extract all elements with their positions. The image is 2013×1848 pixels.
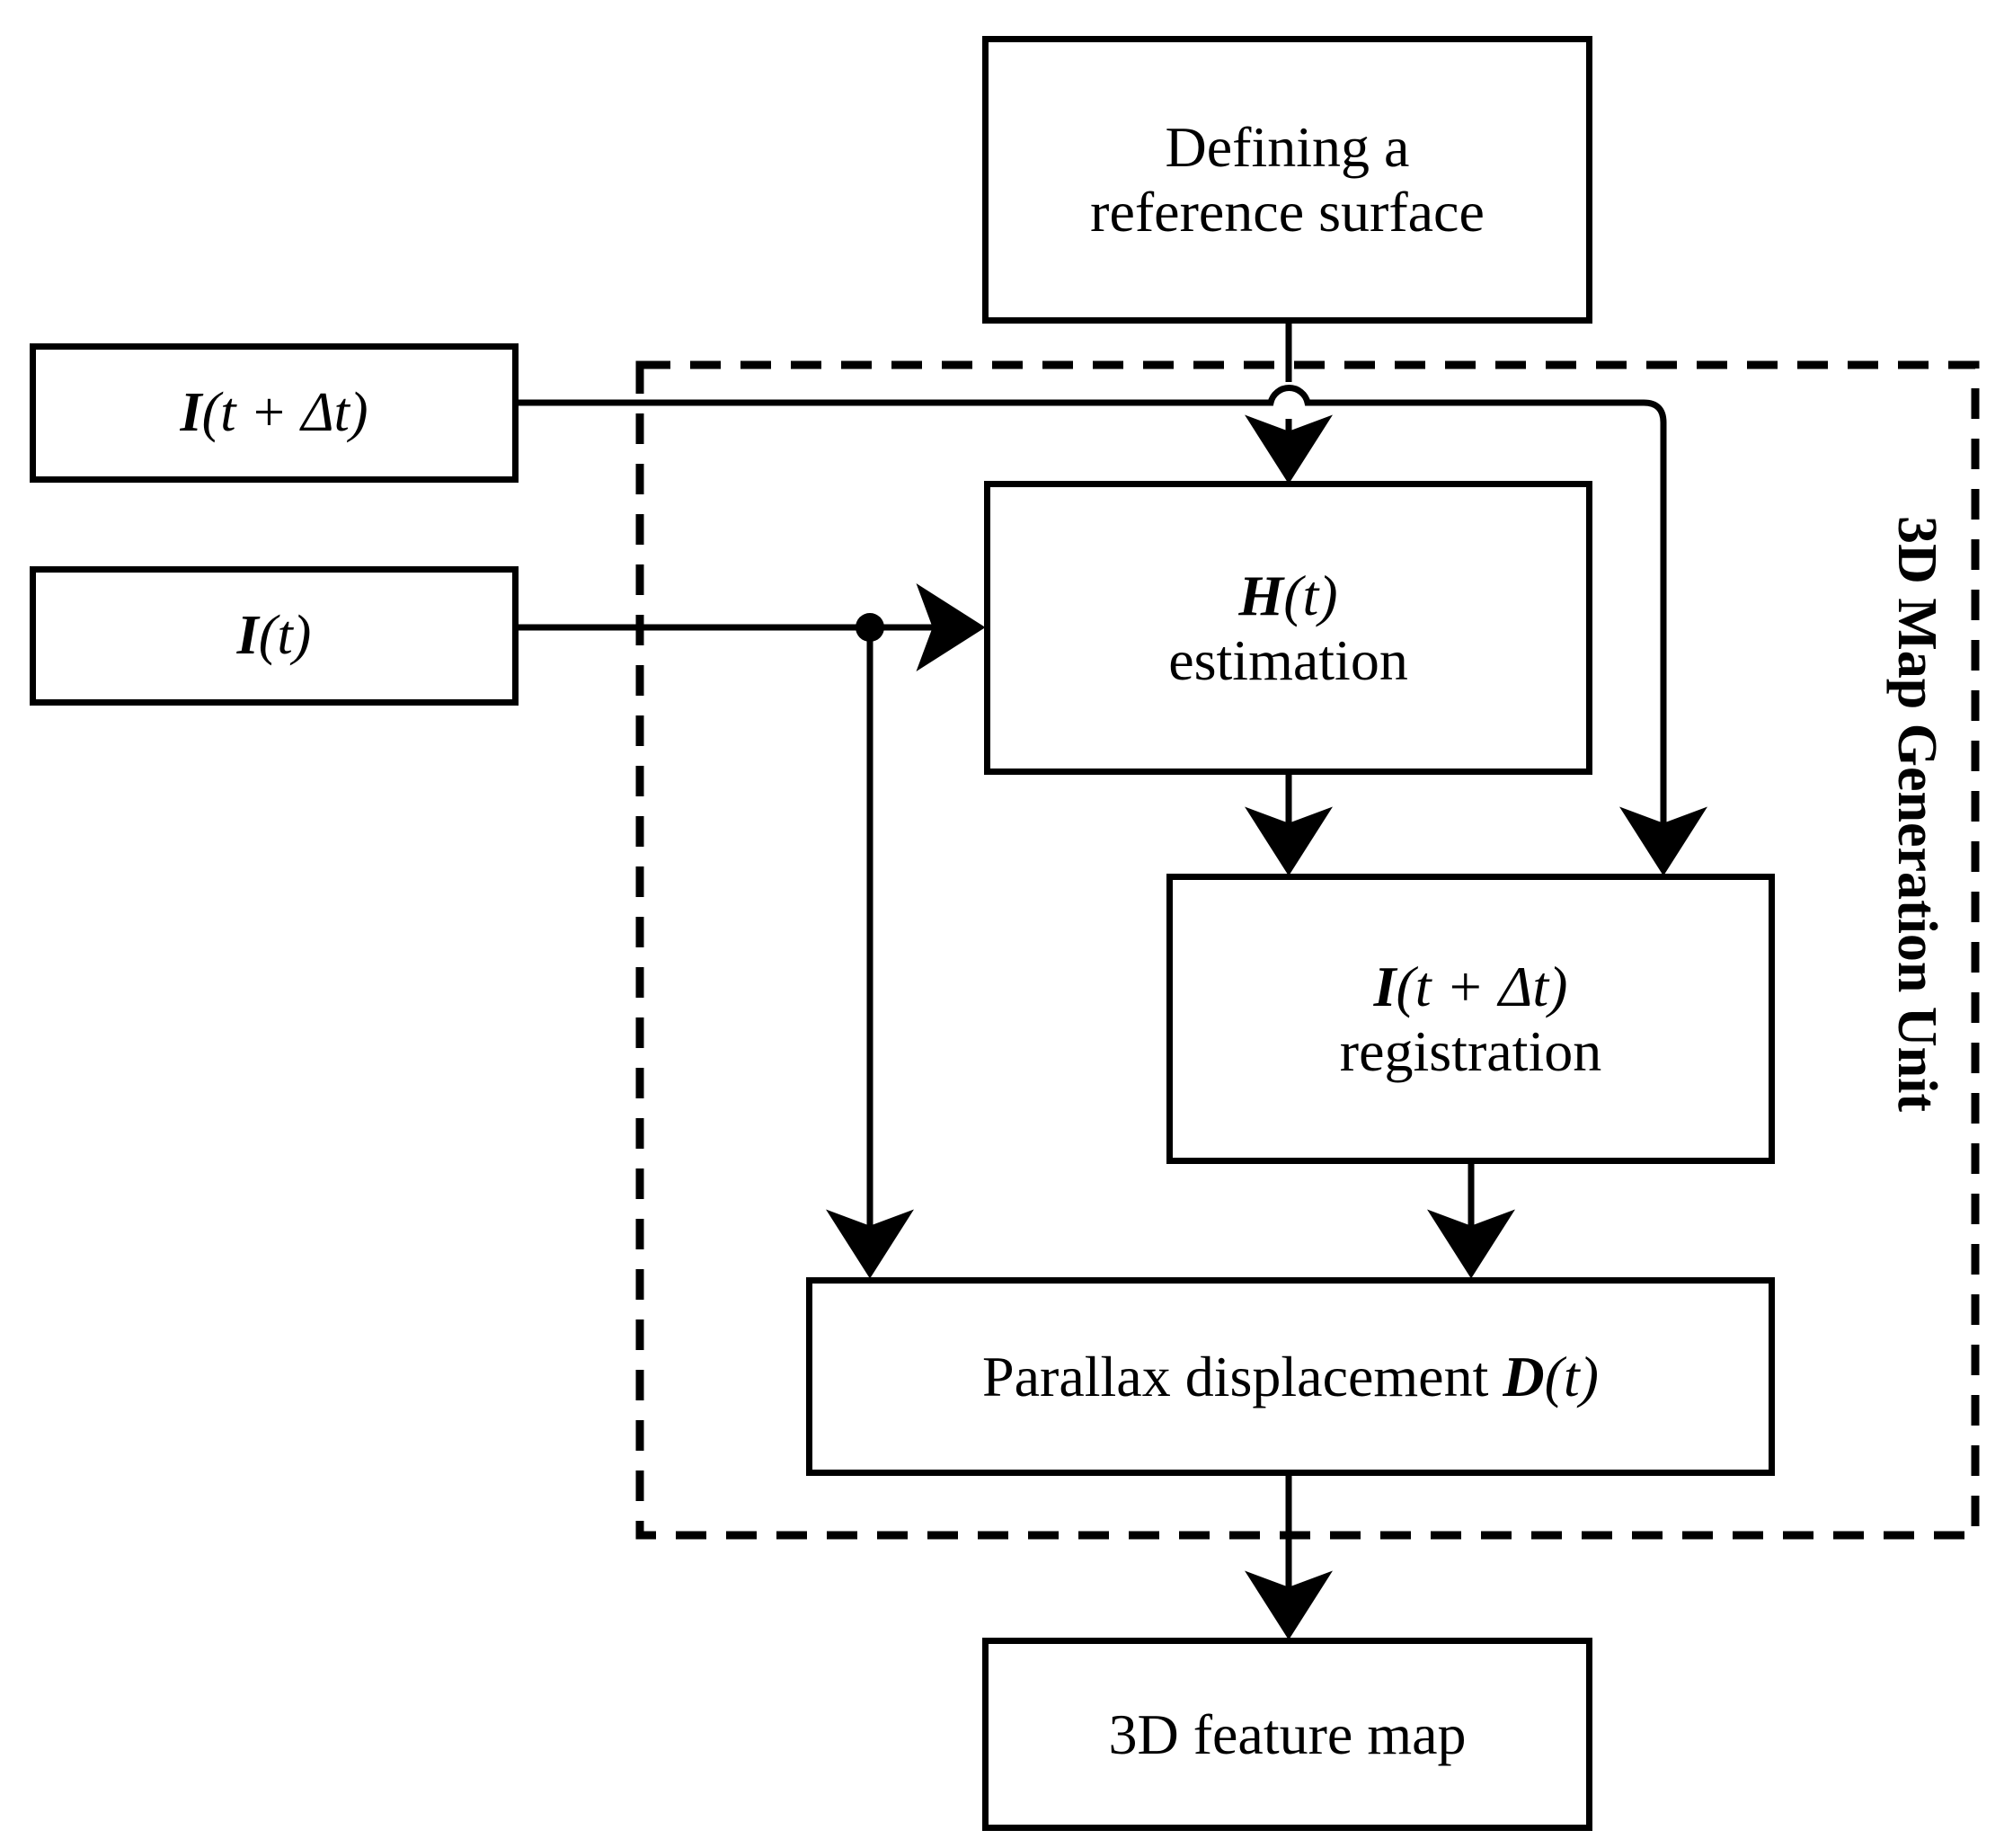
node-parallax-displacement[interactable]: Parallax displacement D(t)	[806, 1277, 1775, 1476]
node-parallax-text: Parallax displacement	[982, 1344, 1489, 1408]
node-input-image-t[interactable]: I(t)	[30, 566, 519, 706]
symbol-H: H	[1238, 563, 1284, 627]
node-parallax-label: Parallax displacement D(t)	[982, 1345, 1599, 1409]
node-image-registration[interactable]: I(t + Δt) registration	[1166, 874, 1775, 1164]
edge-input-next-to-registration	[519, 385, 1707, 876]
arg-t: (t)	[258, 604, 312, 666]
node-reference-surface-line2: reference surface	[1090, 180, 1485, 244]
junction-dot	[856, 613, 884, 642]
node-feature-map-label: 3D feature map	[1108, 1701, 1467, 1766]
symbol-I: I	[180, 381, 202, 443]
arg-t-plus-delta-t: (t + Δt)	[201, 381, 368, 443]
symbol-D: D	[1503, 1344, 1545, 1408]
node-registration-line2: registration	[1339, 1018, 1602, 1083]
node-input-current-label: I(t)	[237, 605, 312, 667]
node-3d-feature-map[interactable]: 3D feature map	[982, 1638, 1592, 1831]
arg-t: (t)	[1544, 1344, 1599, 1408]
node-registration-line1: I(t + Δt)	[1374, 955, 1568, 1019]
arg-t-plus-delta-t: (t + Δt)	[1396, 954, 1568, 1018]
node-reference-surface-line1: Defining a	[1165, 115, 1410, 180]
symbol-I: I	[236, 604, 259, 666]
node-input-image-t-plus-delta-t[interactable]: I(t + Δt)	[30, 343, 519, 483]
node-input-next-label: I(t + Δt)	[180, 382, 368, 444]
arg-t: (t)	[1283, 563, 1338, 627]
node-h-estimation-line2: estimation	[1168, 627, 1408, 692]
node-h-estimation-line1: H(t)	[1238, 564, 1337, 628]
symbol-I: I	[1373, 954, 1397, 1018]
node-h-estimation[interactable]: H(t) estimation	[984, 481, 1592, 775]
node-defining-a-reference-surface[interactable]: Defining a reference surface	[982, 36, 1592, 324]
